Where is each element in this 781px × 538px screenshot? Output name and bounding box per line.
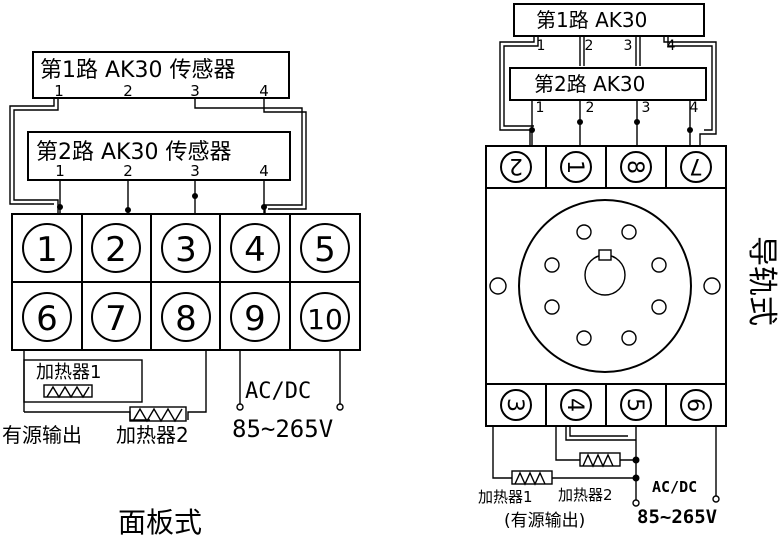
rail-sensor1-box <box>513 3 705 37</box>
rail-terminal-3 <box>500 389 532 421</box>
right-sensor1-label: 第1路 AK30 <box>536 8 647 32</box>
power-terminal <box>336 403 344 411</box>
terminal-label: 3 <box>175 230 197 270</box>
left-sensor2-label: 第2路 AK30 传感器 <box>36 140 231 165</box>
rail-terminal-5 <box>620 389 652 421</box>
right-output-label: (有源输出) <box>504 511 585 531</box>
wire-s1-pin1 <box>13 98 59 214</box>
rail-terminal-6 <box>680 389 712 421</box>
terminal-3 <box>161 223 211 273</box>
left-heater1-label: 加热器1 <box>36 362 101 383</box>
left-s1-pin-4: 4 <box>259 82 269 100</box>
terminal-label: 3 <box>502 398 527 412</box>
panel-terminals-top: 1 2 3 4 5 <box>22 223 350 273</box>
rail-terminal-8 <box>620 151 652 183</box>
socket-ring <box>518 199 692 373</box>
terminal-label: 1 <box>562 160 587 174</box>
terminal-label: 4 <box>562 398 587 412</box>
terminal-label: 2 <box>509 153 523 178</box>
power-terminal <box>712 495 720 503</box>
terminal-label: 1 <box>36 230 58 270</box>
panel-terminals-bottom: 6 7 8 9 10 <box>22 292 350 342</box>
terminal-label: 7 <box>689 153 703 178</box>
terminal-label: 5 <box>314 230 336 270</box>
terminal-8 <box>161 292 211 342</box>
terminal-1 <box>22 223 72 273</box>
terminal-label: 2 <box>105 230 127 270</box>
mount-hole <box>489 277 507 295</box>
terminal-9 <box>230 292 280 342</box>
terminal-label: 8 <box>175 299 197 339</box>
rail-s2-pin-2: 2 <box>586 100 595 116</box>
rail-s2-pin-4: 4 <box>690 100 699 116</box>
rail-s2-pin-1: 1 <box>536 100 545 116</box>
left-acdc-label: AC/DC <box>245 379 311 404</box>
terminal-label: 6 <box>682 398 707 412</box>
left-s2-pin-1: 1 <box>55 162 65 180</box>
rail-s1-pin-1: 1 <box>537 38 546 54</box>
left-s2-pin-2: 2 <box>123 162 133 180</box>
terminal-6 <box>22 292 72 342</box>
rail-s1-pin-2: 2 <box>585 38 594 54</box>
rail-s2-pin-3: 3 <box>642 100 651 116</box>
terminal-label: 10 <box>307 303 343 336</box>
left-voltage-label: 85~265V <box>232 415 333 443</box>
rail-sensor2-box <box>509 67 707 101</box>
terminal-10 <box>300 292 350 342</box>
terminal-label: 4 <box>244 230 266 270</box>
left-s1-pin-2: 2 <box>123 82 133 100</box>
junction-dot <box>261 204 267 210</box>
terminal-label: 6 <box>36 299 58 339</box>
right-heater1-label: 加热器1 <box>478 488 533 506</box>
left-s2-pin-4: 4 <box>259 162 269 180</box>
junction-dot <box>57 204 63 210</box>
wire-s1-pin1b <box>9 98 55 205</box>
rail-terminal-2 <box>500 151 532 183</box>
terminal-label: 7 <box>105 299 127 339</box>
sensor2-box <box>27 131 291 181</box>
terminal-label: 8 <box>622 160 647 174</box>
right-sensor2-label: 第2路 AK30 <box>534 72 645 96</box>
left-s1-pin-1: 1 <box>54 82 64 100</box>
left-s2-pin-3: 3 <box>190 162 200 180</box>
right-heater2-label: 加热器2 <box>558 486 613 504</box>
terminal-7 <box>91 292 141 342</box>
rail-s1-pin-3: 3 <box>624 38 633 54</box>
left-output-label: 有源输出 <box>2 423 82 447</box>
terminal-label: 9 <box>244 299 266 339</box>
heater2-resistor <box>129 406 187 422</box>
rail-terminal-4 <box>560 389 592 421</box>
rail-terminal-1 <box>560 151 592 183</box>
right-voltage-label: 85~265V <box>637 506 717 528</box>
junction-dot <box>125 207 131 213</box>
rail-terminal-7 <box>680 151 712 183</box>
socket-pins <box>544 224 667 346</box>
power-terminal <box>632 499 640 507</box>
mount-hole <box>703 277 721 295</box>
left-s1-pin-3: 3 <box>190 82 200 100</box>
sensor1-box <box>32 51 290 99</box>
terminal-label: 5 <box>622 398 647 412</box>
panel-caption: 面板式 <box>118 506 202 538</box>
rail-caption: 导轨式 <box>744 236 779 326</box>
left-heater2-label: 加热器2 <box>116 423 189 447</box>
rail-socket-body <box>485 187 727 385</box>
panel-type-diagram: 第1路 AK30 传感器 1 2 3 4 第2路 AK30 传感器 1 2 3 … <box>2 51 361 538</box>
wire-s1-pin4b <box>263 98 307 210</box>
terminal-2 <box>91 223 141 273</box>
terminal-5 <box>300 223 350 273</box>
left-sensor1-label: 第1路 AK30 传感器 <box>40 58 235 83</box>
right-acdc-label: AC/DC <box>652 478 697 496</box>
power-terminal <box>236 403 244 411</box>
heater1-resistor <box>43 384 93 398</box>
junction-dot <box>192 193 198 199</box>
terminal-4 <box>230 223 280 273</box>
rail-type-diagram: 第1路 AK30 1 2 3 4 第2路 AK30 1 2 3 4 2 <box>478 3 779 531</box>
